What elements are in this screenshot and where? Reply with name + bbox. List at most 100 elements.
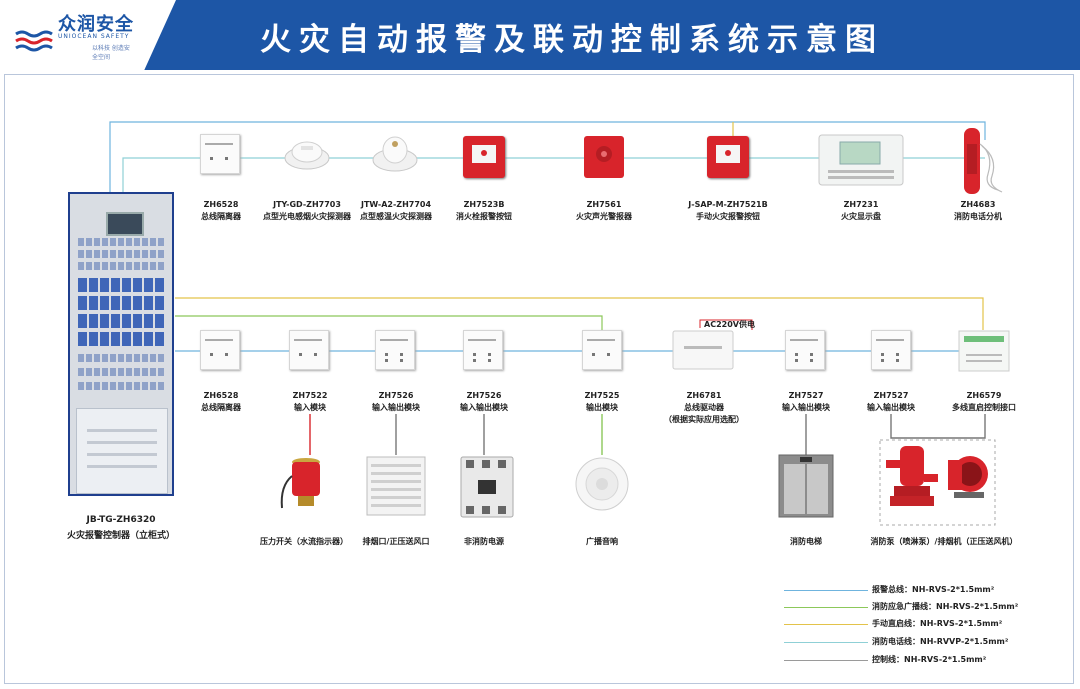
bottom-device-model: ZH6579 bbox=[966, 391, 1002, 400]
bottom-device-note: （根据实际应用选配） bbox=[664, 415, 744, 424]
bottom-device-name: 输入输出模块 bbox=[372, 403, 420, 412]
legend-swatch-alarm-bus bbox=[784, 590, 868, 591]
page-title: 火灾自动报警及联动控制系统示意图 bbox=[260, 22, 884, 58]
field-device-label: 排烟口/正压送风口 bbox=[362, 537, 430, 546]
top-device-model: ZH7561 bbox=[586, 200, 622, 209]
pump-fan-icon bbox=[886, 446, 988, 506]
top-device-name: 火灾声光警报器 bbox=[576, 212, 632, 221]
controller-button-row bbox=[78, 278, 166, 292]
io-module-icon bbox=[463, 330, 503, 370]
link-pump-fan bbox=[890, 414, 986, 439]
top-device-model: JTY-GD-ZH7703 bbox=[273, 200, 341, 209]
input-module-icon bbox=[289, 330, 329, 370]
bottom-device-name: 输入输出模块 bbox=[867, 403, 915, 412]
legend-swatch-manual bbox=[784, 624, 868, 625]
bottom-device-model: ZH7522 bbox=[292, 391, 328, 400]
controller-indicator-row bbox=[78, 354, 166, 362]
bottom-device-name: 输入输出模块 bbox=[460, 403, 508, 412]
bottom-device-model: ZH7526 bbox=[466, 391, 502, 400]
legend-label: 消防应急广播线：NH-RVS-2*1.5mm² bbox=[872, 602, 1019, 611]
logo-slogan: 以科技 创造安全空间 bbox=[92, 45, 130, 61]
legend-swatch-control bbox=[784, 660, 868, 661]
controller-screen-icon bbox=[106, 212, 144, 236]
legend-label: 报警总线：NH-RVS-2*1.5mm² bbox=[872, 585, 995, 594]
bottom-device-model: ZH6781 bbox=[686, 391, 722, 400]
top-device-name: 点型感温火灾探测器 bbox=[360, 212, 432, 221]
controller-indicator-row bbox=[78, 238, 166, 246]
top-phone-line bbox=[122, 157, 985, 192]
bottom-device-name: 总线隔离器 bbox=[201, 403, 241, 412]
controller-model-label: JB-TG-ZH6320 bbox=[86, 515, 156, 525]
ac-power-line bbox=[699, 319, 753, 330]
manual-call-point-icon bbox=[707, 136, 749, 178]
speaker-icon bbox=[575, 457, 629, 511]
controller-button-row bbox=[78, 296, 166, 310]
logo-area: 众润安全 UNIOCEAN SAFETY 以科技 创造安全空间 bbox=[0, 0, 176, 70]
top-device-model: JTW-A2-ZH7704 bbox=[360, 200, 432, 209]
legend-swatch-broadcast bbox=[784, 607, 868, 608]
logo-english-name: UNIOCEAN SAFETY bbox=[58, 33, 130, 40]
heat-detector-icon bbox=[372, 136, 418, 172]
bus-driver-icon bbox=[672, 330, 734, 370]
sounder-strobe-icon bbox=[584, 136, 624, 178]
logo-wave-icon bbox=[15, 30, 53, 52]
isolator-module-icon bbox=[200, 330, 240, 370]
top-device-model: ZH6528 bbox=[203, 200, 239, 209]
field-device-label: 消防泵（喷淋泵）/排烟机（正压送风机） bbox=[870, 537, 1018, 546]
controller-button-row bbox=[78, 332, 166, 346]
io-module-icon bbox=[375, 330, 415, 370]
ac-power-label: AC220V供电 bbox=[704, 320, 755, 329]
logo-name: 众润安全 bbox=[58, 14, 134, 35]
controller-name-label: 火灾报警控制器（立柜式） bbox=[66, 531, 176, 541]
controller-indicator-row bbox=[78, 382, 166, 390]
controller-indicator-row bbox=[78, 250, 166, 258]
diagram-frame bbox=[4, 74, 1074, 684]
top-device-name: 手动火灾报警按钮 bbox=[696, 212, 760, 221]
header-banner bbox=[0, 0, 1080, 70]
top-device-model: ZH7523B bbox=[463, 200, 505, 209]
field-device-label: 广播音响 bbox=[586, 537, 618, 546]
top-device-model: ZH4683 bbox=[960, 200, 996, 209]
controller-indicator-row bbox=[78, 262, 166, 270]
bottom-device-name: 总线驱动器 bbox=[684, 403, 724, 412]
legend-label: 手动直启线：NH-RVS-2*1.5mm² bbox=[872, 619, 1003, 628]
hydrant-button-icon bbox=[463, 136, 505, 178]
top-alarm-bus-line bbox=[109, 121, 986, 192]
fire-alarm-controller-cabinet bbox=[68, 192, 174, 496]
elevator-icon bbox=[778, 454, 834, 518]
multiline-interface-icon bbox=[958, 330, 1010, 372]
bottom-device-model: ZH7526 bbox=[378, 391, 414, 400]
top-device-name: 总线隔离器 bbox=[201, 212, 241, 221]
controller-button-row bbox=[78, 314, 166, 328]
bottom-device-model: ZH7527 bbox=[873, 391, 909, 400]
field-device-label: 消防电梯 bbox=[790, 537, 822, 546]
io-module-icon bbox=[785, 330, 825, 370]
controller-indicator-row bbox=[78, 368, 166, 376]
legend-swatch-phone bbox=[784, 642, 868, 643]
bottom-device-model: ZH7525 bbox=[584, 391, 620, 400]
output-module-icon bbox=[582, 330, 622, 370]
top-device-name: 火灾显示盘 bbox=[841, 212, 881, 221]
top-device-model: ZH7231 bbox=[843, 200, 879, 209]
bottom-device-name: 输出模块 bbox=[586, 403, 618, 412]
top-device-name: 消火栓报警按钮 bbox=[456, 212, 512, 221]
pump-fan-group-box bbox=[879, 439, 996, 526]
bottom-device-model: ZH7527 bbox=[788, 391, 824, 400]
bottom-device-model: ZH6528 bbox=[203, 391, 239, 400]
display-panel-icon bbox=[818, 134, 904, 186]
bottom-device-name: 输入输出模块 bbox=[782, 403, 830, 412]
legend-label: 消防电话线：NH-RVVP-2*1.5mm² bbox=[872, 637, 1009, 646]
bottom-device-name: 输入模块 bbox=[294, 403, 326, 412]
controller-lower-panel bbox=[76, 408, 168, 494]
pressure-switch-icon bbox=[280, 458, 320, 509]
circuit-breaker-icon bbox=[460, 456, 514, 518]
field-device-label: 压力开关（水流指示器） bbox=[260, 537, 348, 546]
top-device-name: 消防电话分机 bbox=[954, 212, 1002, 221]
fire-telephone-icon bbox=[964, 128, 1003, 194]
top-device-model: J-SAP-M-ZH7521B bbox=[688, 200, 768, 209]
field-device-label: 非消防电源 bbox=[464, 537, 504, 546]
top-device-name: 点型光电感烟火灾探测器 bbox=[263, 212, 351, 221]
io-module-icon bbox=[871, 330, 911, 370]
bottom-device-name: 多线直启控制接口 bbox=[952, 403, 1016, 412]
isolator-module-icon bbox=[200, 134, 240, 174]
